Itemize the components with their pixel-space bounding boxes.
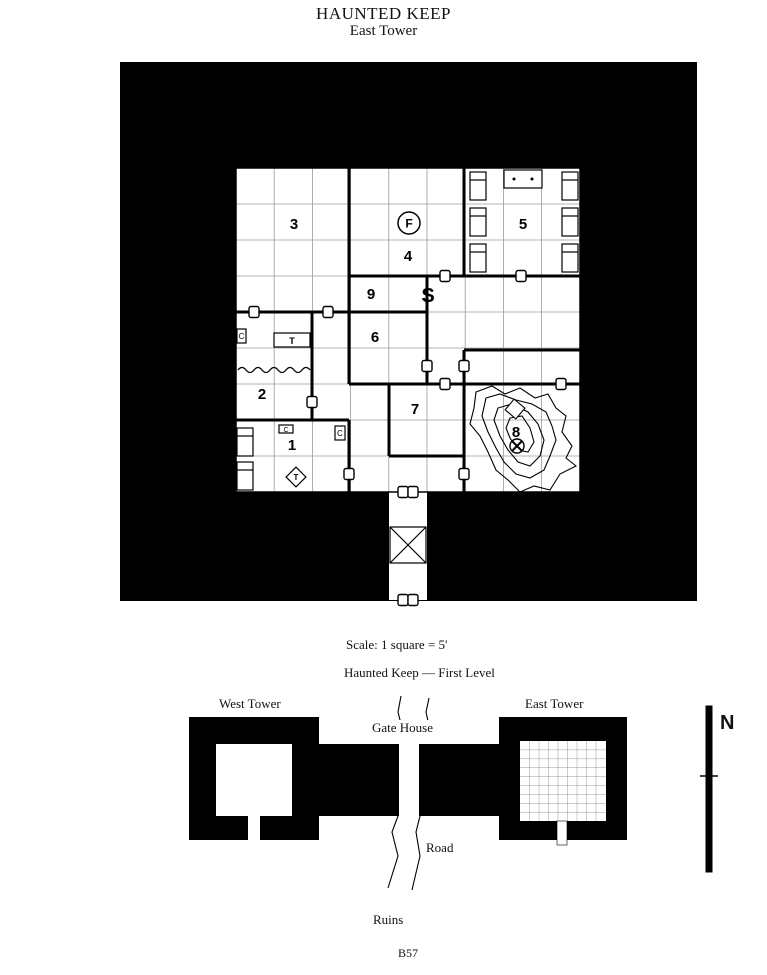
room-number: 1 [288, 437, 296, 454]
bed-icon [469, 207, 487, 237]
fountain-icon [397, 211, 421, 235]
room-number: 8 [512, 424, 520, 441]
stairs-icon [389, 526, 427, 564]
room-number: 3 [290, 216, 298, 233]
bed-icon [561, 207, 579, 237]
east-tower-mini-grid [520, 741, 606, 821]
bed-icon [469, 171, 487, 201]
road [387, 744, 421, 891]
gate-passage [389, 492, 427, 600]
west-tower-floor [216, 744, 292, 816]
bed-icon [469, 243, 487, 273]
diamond-table-label: T [294, 473, 299, 482]
door-icon [555, 377, 567, 391]
gate-house-label: Gate House [371, 720, 435, 736]
rubble-icon [469, 385, 578, 493]
bed-icon [236, 427, 254, 457]
door-icon [458, 467, 470, 481]
road-label: Road [426, 840, 454, 855]
pit-icon [509, 438, 525, 454]
east-tower-passage [556, 820, 568, 846]
furniture [236, 171, 579, 491]
scale-label: Scale: 1 square = 5' [346, 637, 448, 652]
room-number: 9 [367, 286, 375, 303]
ruins-label: Ruins [373, 912, 404, 927]
diamond-table-icon: T [285, 466, 307, 488]
chest-label: C [283, 427, 288, 434]
room-number: 5 [519, 216, 527, 233]
table-label: T [289, 336, 295, 346]
doors [248, 269, 567, 607]
door-icon [439, 377, 451, 391]
fountain-label: F [405, 217, 412, 231]
door-icon [322, 305, 334, 319]
chest-label: C [337, 429, 343, 438]
secret-door-icon: S [421, 285, 434, 307]
bed-icon [561, 171, 579, 201]
room-number: 4 [404, 248, 413, 265]
chest-icon: C [236, 328, 247, 344]
east-tower-floor [520, 741, 606, 821]
bed-icon [236, 461, 254, 491]
door-icon [306, 395, 318, 409]
east-tower-label: East Tower [525, 696, 584, 711]
room-number: 7 [411, 401, 419, 418]
page-code: B57 [398, 946, 419, 960]
west-tower-passage [248, 816, 260, 840]
door-icon [407, 593, 419, 607]
door-icon [407, 485, 419, 499]
table-icon [503, 169, 543, 189]
door-icon [515, 269, 527, 283]
door-icon [439, 269, 451, 283]
page-title: HAUNTED KEEP [316, 4, 451, 23]
compass-icon [700, 705, 718, 873]
page-subtitle: East Tower [349, 23, 418, 39]
door-icon [458, 359, 470, 373]
door-icon [248, 305, 260, 319]
chest-icon: C [334, 425, 346, 441]
west-tower-label: West Tower [219, 696, 281, 711]
door-icon [343, 467, 355, 481]
chest-label: C [239, 332, 245, 341]
table-icon [273, 332, 311, 348]
level-title: Haunted Keep — First Level [344, 665, 495, 680]
chest-icon: C [278, 424, 294, 434]
door-icon [421, 359, 433, 373]
curtain-icon [237, 366, 311, 374]
room-number: 2 [258, 386, 266, 403]
compass-north-label: N [720, 712, 735, 734]
room-number: 6 [371, 329, 379, 346]
bed-icon [561, 243, 579, 273]
